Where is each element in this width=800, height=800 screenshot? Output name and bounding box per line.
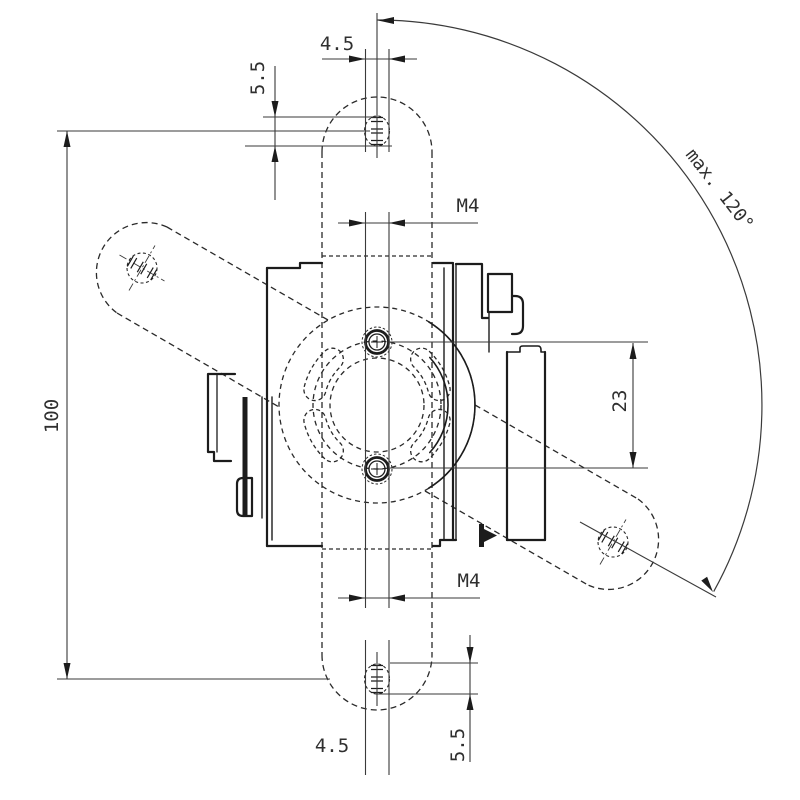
mounting-screws — [361, 326, 393, 485]
dimension-arrowheads — [63, 17, 713, 710]
diagonal-arm-lower-edge-left — [116, 312, 280, 408]
mounting-screw-bottom-inner — [368, 460, 386, 478]
flange-arc-solid-outer — [428, 321, 476, 489]
dim-label-thread-bottom: M4 — [458, 570, 481, 592]
dim-label-slot-height-top: 5.5 — [247, 61, 269, 95]
arrow-arc-top — [378, 17, 394, 24]
diagonal-arm-upper-edge-left — [166, 226, 329, 321]
flange-arc-solid-inner — [429, 356, 449, 454]
bolt-circle-dashed — [312, 340, 442, 470]
vertical-slot-top-cap — [321, 96, 433, 153]
dim-label-max-rotation: max. 120° — [681, 145, 758, 235]
arrow-100-top — [63, 131, 71, 147]
arm-hole-centerlines — [119, 245, 627, 565]
encoder-body — [206, 261, 547, 548]
arrow-m4-bottom-left — [349, 594, 365, 602]
arrow-23-bottom — [629, 452, 637, 468]
arm-hole-left — [126, 252, 158, 284]
mounting-screw-top-inner — [368, 333, 386, 351]
mounting-screw-bottom-thread — [361, 453, 393, 485]
left-clamp-plate — [206, 372, 237, 463]
arm-hole-left-perp-centerline — [128, 245, 156, 291]
mounting-screw-top-cross — [371, 336, 383, 348]
bottom-right-clip — [479, 524, 497, 547]
connector-tab — [510, 294, 525, 336]
arm-hole-right — [597, 526, 629, 558]
arrow-55-bottom-lower — [466, 694, 474, 710]
arrow-m4-top-right — [389, 219, 405, 227]
housing-bottom-edge-right — [431, 538, 458, 548]
screw-line-pair-top — [364, 49, 390, 152]
stator-coupling-dashed-outline — [95, 96, 660, 711]
thread-marks-right-hole — [597, 529, 629, 555]
dim-label-slot-height-bottom: 5.5 — [447, 728, 469, 762]
connector-block — [486, 272, 514, 314]
screw-line-pair-middle — [364, 212, 390, 608]
diagonal-arm-upper-edge-right — [474, 404, 639, 500]
dim-label-slot-width-top: 4.5 — [320, 33, 354, 55]
diagonal-arm-right-cap — [587, 498, 660, 591]
arm-hole-left-axis-centerline — [119, 254, 165, 282]
arrow-23-top — [629, 343, 637, 359]
kidney-slot-lower-left — [303, 408, 344, 463]
arm-hole-right-perp-centerline — [599, 519, 627, 565]
kidney-slot-upper-right — [410, 347, 451, 402]
arrow-45-top-left — [349, 55, 365, 63]
arrow-arc-end — [701, 576, 713, 592]
mounting-screw-bottom-cross — [371, 463, 383, 475]
bore-circle-dashed — [329, 357, 425, 453]
arrow-55-bottom-upper — [466, 647, 474, 663]
arrow-m4-bottom-right — [389, 594, 405, 602]
dim-label-overall-height: 100 — [41, 399, 63, 433]
arrow-45-top-right — [389, 55, 405, 63]
arrow-100-bottom — [63, 663, 71, 679]
kidney-slot-upper-left — [303, 347, 344, 402]
arrow-55-top-lower — [271, 146, 279, 162]
housing-top-edge-left — [265, 261, 324, 270]
arm-axis-leader-line — [579, 521, 717, 598]
arrow-55-top-upper — [271, 101, 279, 117]
screw-line-pair-bottom — [364, 640, 390, 775]
left-spring-bar — [242, 397, 248, 516]
left-tab — [235, 476, 254, 518]
dim-label-thread-top: M4 — [457, 195, 480, 217]
top-step-edge — [454, 262, 490, 320]
dim-label-slot-width-bottom: 4.5 — [315, 735, 349, 757]
dim-label-screw-spacing: 23 — [609, 390, 631, 413]
dimension-labels: 4.5 5.5 M4 100 23 max. 120° M4 4.5 5.5 — [41, 33, 758, 762]
rotation-arc — [376, 19, 763, 592]
diagonal-arm-left-cap — [95, 221, 168, 314]
kidney-slot-lower-right — [410, 408, 451, 463]
dimension-lines — [57, 13, 763, 775]
thread-marks-left-hole — [126, 255, 158, 281]
arrow-m4-top-left — [349, 219, 365, 227]
cable-housing-top-lip — [506, 345, 546, 353]
